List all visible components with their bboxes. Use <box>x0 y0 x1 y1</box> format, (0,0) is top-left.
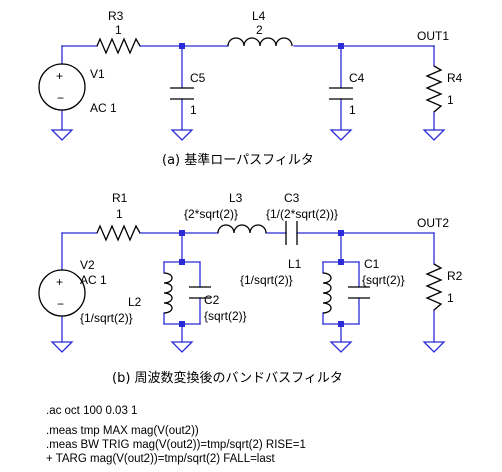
c4-value: 1 <box>349 103 356 117</box>
directive-line: + TARG mag(V(out2))=tmp/sqrt(2) FALL=las… <box>46 453 276 465</box>
ground-symbol <box>329 341 353 353</box>
diagram-a: R3 1 L4 2 OUT1 + − V1 AC 1 C5 1 C4 1 R4 … <box>38 9 463 168</box>
c5-name: C5 <box>190 71 206 85</box>
l3-name: L3 <box>229 191 243 205</box>
junction-dot <box>338 43 344 49</box>
inductor-l2-symbol <box>163 272 173 314</box>
l3-value: {2*sqrt(2)} <box>184 207 238 221</box>
minus-sign: − <box>57 91 64 105</box>
capacitor-c2-symbol <box>189 286 211 299</box>
inductor-l1-symbol <box>322 272 332 314</box>
diagram-b: R1 1 L3 {2*sqrt(2)} C3 {1/(2*sqrt(2))} O… <box>38 191 463 386</box>
v2-value: AC 1 <box>80 273 107 287</box>
out1-label: OUT1 <box>417 29 449 43</box>
l2-name: L2 <box>128 295 142 309</box>
inductor-l4-symbol <box>227 37 293 47</box>
c2-value: {sqrt(2)} <box>204 309 247 323</box>
source-v1-symbol <box>38 63 86 111</box>
junction-dot <box>179 230 185 236</box>
v1-name: V1 <box>90 67 105 81</box>
l1-name: L1 <box>288 257 302 271</box>
junction-dot <box>179 43 185 49</box>
l1-value: {1/sqrt(2)} <box>240 273 293 287</box>
r1-name: R1 <box>112 191 128 205</box>
directive-line: .meas tmp MAX mag(V(out2)) <box>46 425 199 437</box>
c2-name: C2 <box>204 293 220 307</box>
c1-name: C1 <box>364 257 380 271</box>
resistor-r3-symbol <box>96 37 141 55</box>
ground-symbol <box>170 129 194 141</box>
junction-dot <box>338 230 344 236</box>
r4-name: R4 <box>447 71 463 85</box>
l4-name: L4 <box>252 9 266 23</box>
source-v2-symbol <box>38 269 86 317</box>
capacitor-c1-symbol <box>348 286 370 299</box>
l2-value: {1/sqrt(2)} <box>80 311 133 325</box>
c1-value: {sqrt(2)} <box>362 273 405 287</box>
caption-a: (a) 基準ローパスフィルタ <box>162 152 314 168</box>
capacitor-c5-symbol <box>170 87 194 100</box>
out2-label: OUT2 <box>417 216 449 230</box>
plus-sign: + <box>56 275 63 289</box>
c3-value: {1/(2*sqrt(2))} <box>266 207 338 221</box>
junction-dot <box>179 321 185 327</box>
junction-dot <box>338 259 344 265</box>
r3-value: 1 <box>115 23 122 37</box>
capacitor-c4-symbol <box>329 87 353 100</box>
directive-line: .meas BW TRIG mag(V(out2))=tmp/sqrt(2) R… <box>46 439 306 451</box>
r1-value: 1 <box>116 207 123 221</box>
ground-symbol <box>170 341 194 353</box>
c4-name: C4 <box>349 71 365 85</box>
c3-name: C3 <box>284 191 300 205</box>
plus-sign: + <box>56 69 63 83</box>
inductor-l3-symbol <box>217 224 267 234</box>
junction-dot <box>338 321 344 327</box>
r4-value: 1 <box>447 93 454 107</box>
ground-symbol <box>50 341 74 353</box>
ground-symbol <box>422 129 446 141</box>
caption-b: (b) 周波数変換後のバンドバスフィルタ <box>112 370 343 386</box>
r2-name: R2 <box>447 269 463 283</box>
minus-sign: − <box>57 297 64 311</box>
r3-name: R3 <box>108 9 124 23</box>
capacitor-c3-symbol <box>285 221 298 245</box>
resistor-r1-symbol <box>96 224 141 242</box>
c5-value: 1 <box>190 103 197 117</box>
junction-dot <box>179 259 185 265</box>
resistor-r4-symbol <box>425 65 443 113</box>
resistor-r2-symbol <box>425 263 443 311</box>
directive-line: .ac oct 100 0.03 1 <box>46 405 137 417</box>
l4-value: 2 <box>256 23 263 37</box>
r2-value: 1 <box>447 291 454 305</box>
ground-symbol <box>50 129 74 141</box>
v1-value: AC 1 <box>90 101 117 115</box>
spice-directives: .ac oct 100 0.03 1 .meas tmp MAX mag(V(o… <box>46 405 306 465</box>
ground-symbol <box>422 341 446 353</box>
ground-symbol <box>329 129 353 141</box>
v2-name: V2 <box>80 258 95 272</box>
